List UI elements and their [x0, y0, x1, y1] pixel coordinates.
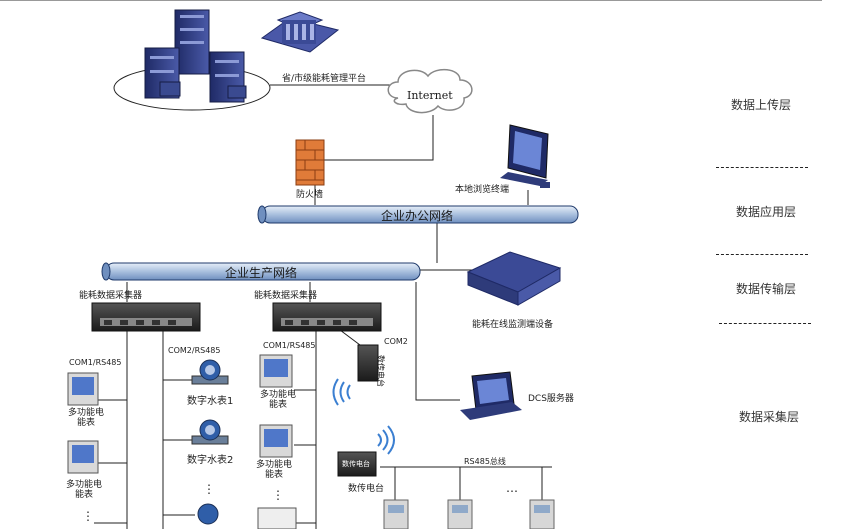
collector-left-icon [91, 302, 201, 332]
layer-divider-1 [716, 167, 808, 168]
ellipsis-water: ⋮ [203, 482, 215, 496]
bus-meter-1-icon [383, 499, 409, 529]
collector-mid-label: 能耗数据采集器 [254, 291, 318, 301]
radio-vertical-label: 数传电台 [376, 355, 385, 387]
radio-box-label: 数传电台 [348, 484, 385, 494]
dcs-server-icon [460, 371, 522, 420]
port-com2-left-label: COM2/RS485 [168, 346, 221, 355]
port-com2-mid-label: COM2 [384, 337, 408, 346]
water-meter-3-icon [197, 503, 219, 525]
local-terminal-label: 本地浏览终端 [455, 185, 510, 195]
platform-building-icon [260, 11, 340, 53]
collector-left-label: 能耗数据采集器 [79, 291, 143, 301]
meter-mid-2-icon [259, 424, 293, 458]
water-meter-1-label: 数字水表1 [187, 396, 234, 407]
bus-meter-2-icon [447, 499, 473, 529]
radio-vertical-icon [332, 344, 379, 406]
ellipsis-left: ⋮ [82, 509, 94, 523]
radio-box-icon [337, 425, 395, 477]
connection-lines [94, 84, 552, 529]
production-network-bus [101, 262, 421, 281]
office-network-label: 企业办公网络 [381, 209, 454, 223]
meter-mid-3-icon [257, 507, 297, 529]
layer-divider-2 [716, 254, 808, 255]
office-network-bus [257, 205, 579, 224]
firewall-label: 防火墙 [296, 190, 324, 200]
firewall-icon [295, 139, 325, 186]
layer-transmission-label: 数据传输层 [736, 282, 797, 296]
monitor-device-label: 能耗在线监测端设备 [472, 320, 554, 330]
layer-divider-3 [719, 323, 811, 324]
internet-cloud-icon [387, 68, 473, 114]
local-terminal-icon [500, 124, 550, 188]
monitor-device-icon [466, 251, 562, 306]
internet-label: Internet [407, 89, 453, 102]
port-com1-left-label: COM1/RS485 [69, 358, 122, 367]
dcs-server-label: DCS服务器 [528, 394, 574, 404]
water-meter-2-label: 数字水表2 [187, 455, 234, 466]
meter-left-2-icon [67, 440, 99, 474]
meter-mid-1-label: 多功能电能表 [259, 390, 296, 411]
meter-left-1-icon [67, 372, 99, 406]
layer-upload-label: 数据上传层 [731, 98, 792, 112]
radio-box-face-label: 数传电台 [342, 460, 370, 468]
collector-mid-icon [272, 302, 382, 332]
server-cluster-icon [144, 9, 247, 103]
meter-left-2-label: 多功能电能表 [65, 480, 102, 501]
layer-application-label: 数据应用层 [736, 205, 797, 219]
top-rule [0, 0, 822, 1]
production-network-label: 企业生产网络 [225, 266, 298, 280]
water-meter-1-icon [191, 359, 229, 385]
rs485-bus-label: RS485总线 [464, 457, 506, 466]
ellipsis-mid: ⋮ [272, 488, 284, 502]
meter-mid-2-label: 多功能电能表 [255, 460, 292, 481]
bus-meter-3-icon [529, 499, 555, 529]
layer-collection-label: 数据采集层 [739, 410, 800, 424]
meter-left-1-label: 多功能电能表 [67, 408, 104, 429]
meter-mid-1-icon [259, 354, 293, 388]
port-com1-mid-label: COM1/RS485 [263, 341, 316, 350]
ellipsis-bus: … [506, 481, 518, 495]
platform-label: 省/市级能耗管理平台 [282, 74, 367, 84]
water-meter-2-icon [191, 419, 229, 445]
